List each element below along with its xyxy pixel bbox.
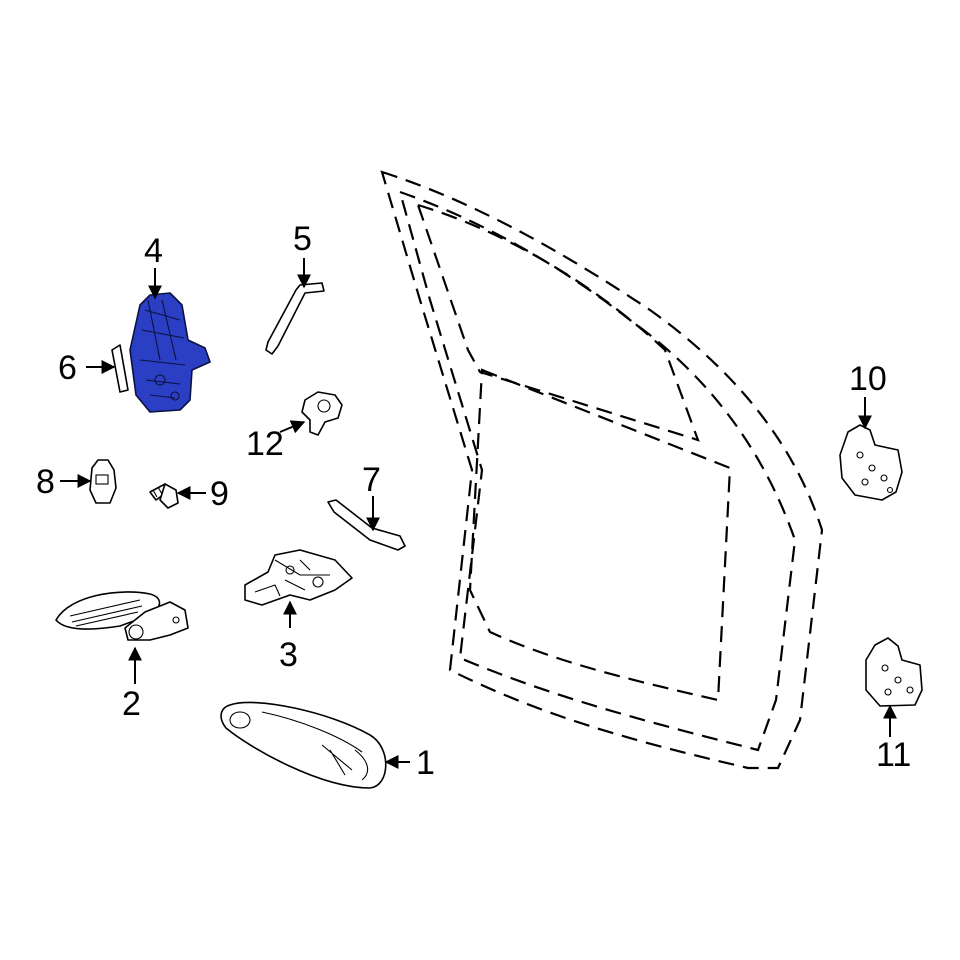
- part-1-outside-handle: [220, 701, 387, 789]
- callout-labels: 1 2 3 4 5 6 7 8 9 10 11 12: [36, 220, 911, 782]
- door-outline: [380, 170, 824, 770]
- callout-2: 2: [122, 685, 141, 723]
- callout-11: 11: [876, 736, 911, 774]
- part-9-screw: [149, 483, 179, 509]
- part-4-door-latch: [129, 292, 211, 413]
- part-5-rod: [265, 282, 325, 355]
- part-7-rod: [327, 499, 406, 551]
- part-8-clip: [89, 459, 117, 504]
- callout-4: 4: [144, 232, 163, 270]
- callout-12: 12: [246, 425, 284, 463]
- leader-lines: [60, 258, 897, 769]
- part-11-lower-hinge: [865, 637, 923, 707]
- callout-6: 6: [58, 349, 77, 387]
- callout-5: 5: [293, 220, 312, 258]
- callout-7: 7: [362, 461, 381, 499]
- callout-8: 8: [36, 463, 55, 501]
- part-3-bracket: [244, 549, 353, 606]
- callout-3: 3: [279, 636, 298, 674]
- part-12-cylinder: [301, 391, 343, 436]
- callout-10: 10: [849, 360, 887, 398]
- part-10-upper-hinge: [839, 424, 903, 501]
- part-6-rod-clip: [111, 344, 129, 393]
- part-2-inside-handle: [55, 591, 189, 641]
- callout-9: 9: [210, 475, 229, 513]
- callout-1: 1: [416, 744, 435, 782]
